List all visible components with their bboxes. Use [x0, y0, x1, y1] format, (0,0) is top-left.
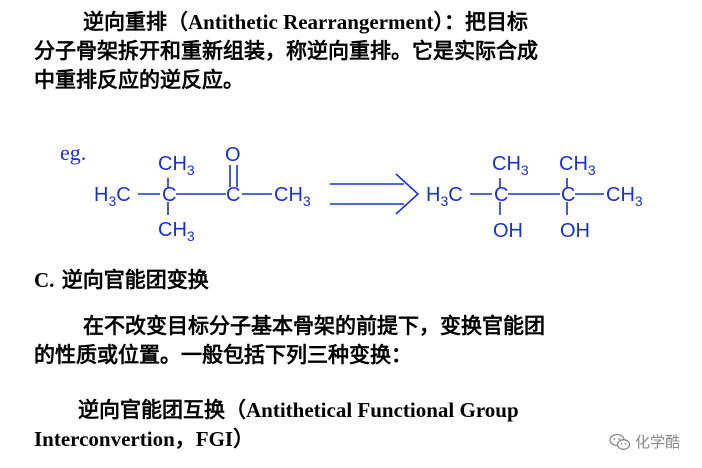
- fgi-english-line-2: Interconvertion，FGI: [34, 427, 234, 451]
- example-label: eg.: [60, 140, 86, 165]
- intro-line-2: 分子骨架拆开和重新组装，称逆向重排。它是实际合成: [34, 39, 538, 63]
- fgt-line-2: 的性质或位置。一般包括下列三种变换：: [34, 343, 412, 367]
- right-top-methyl-1: CH3: [492, 153, 529, 178]
- fgi-line-1: 逆向官能团互换（Antithetical Functional Group: [34, 396, 519, 425]
- right-hydroxyl-2: OH: [560, 220, 590, 242]
- right-hydroxyl-1: OH: [493, 220, 523, 242]
- right-carbon-2: C: [561, 184, 575, 206]
- wechat-icon: [609, 433, 631, 450]
- retrosynthesis-arrow: [330, 173, 420, 215]
- left-bottom-methyl: CH3: [158, 219, 195, 244]
- left-center-carbon: C: [162, 184, 176, 206]
- fgi-heading: 逆向官能团互换（Antithetical Functional Group In…: [34, 396, 519, 454]
- intro-line-1: 逆向重排（Antithetic Rearrangerment）：把目标: [34, 8, 538, 37]
- reaction-scheme: eg. H3C C CH3 CH3 C O CH3 H3C C CH3 OH C…: [60, 140, 643, 244]
- fgi-term: 逆向官能团互换: [78, 398, 225, 422]
- right-right-methyl: CH3: [606, 184, 643, 209]
- left-right-methyl: CH3: [274, 184, 311, 209]
- right-molecule: H3C C CH3 OH C CH3 OH CH3: [426, 153, 643, 242]
- fgi-line-2: Interconvertion，FGI）: [34, 425, 519, 454]
- right-h3c: H3C: [426, 184, 463, 209]
- intro-term: 逆向重排: [83, 10, 167, 34]
- left-h3c: H3C: [94, 184, 131, 209]
- left-top-methyl: CH3: [158, 153, 195, 178]
- section-c-label: C.: [34, 268, 55, 292]
- left-carbonyl-oxygen: O: [225, 144, 241, 166]
- fgi-english-line-1: Antithetical Functional Group: [246, 398, 519, 422]
- intro-colon: ：: [444, 10, 465, 34]
- intro-line-3: 中重排反应的逆反应。: [34, 68, 244, 92]
- fgt-line-1: 在不改变目标分子基本骨架的前提下，变换官能团: [83, 314, 545, 338]
- right-top-methyl-2: CH3: [559, 153, 596, 178]
- watermark: 化学酷: [609, 431, 680, 452]
- left-carbonyl-carbon: C: [226, 184, 240, 206]
- section-c-heading: C. 逆向官能团变换: [34, 266, 209, 295]
- right-carbon-1: C: [494, 184, 508, 206]
- watermark-text: 化学酷: [634, 433, 680, 451]
- intro-paren-open: （: [167, 10, 188, 34]
- fgt-description: 在不改变目标分子基本骨架的前提下，变换官能团 的性质或位置。一般包括下列三种变换…: [34, 312, 545, 370]
- left-molecule: H3C C CH3 CH3 C O CH3: [94, 144, 311, 244]
- fgi-paren-open: （: [225, 398, 246, 422]
- intro-line1-tail: 把目标: [465, 10, 528, 34]
- intro-english-term: Antithetic Rearrangerment: [188, 10, 434, 34]
- intro-paren-close: ）: [433, 10, 445, 34]
- fgi-paren-close: ）: [233, 427, 255, 451]
- section-c-title: 逆向官能团变换: [61, 268, 209, 292]
- intro-paragraph: 逆向重排（Antithetic Rearrangerment）：把目标 分子骨架…: [34, 8, 538, 95]
